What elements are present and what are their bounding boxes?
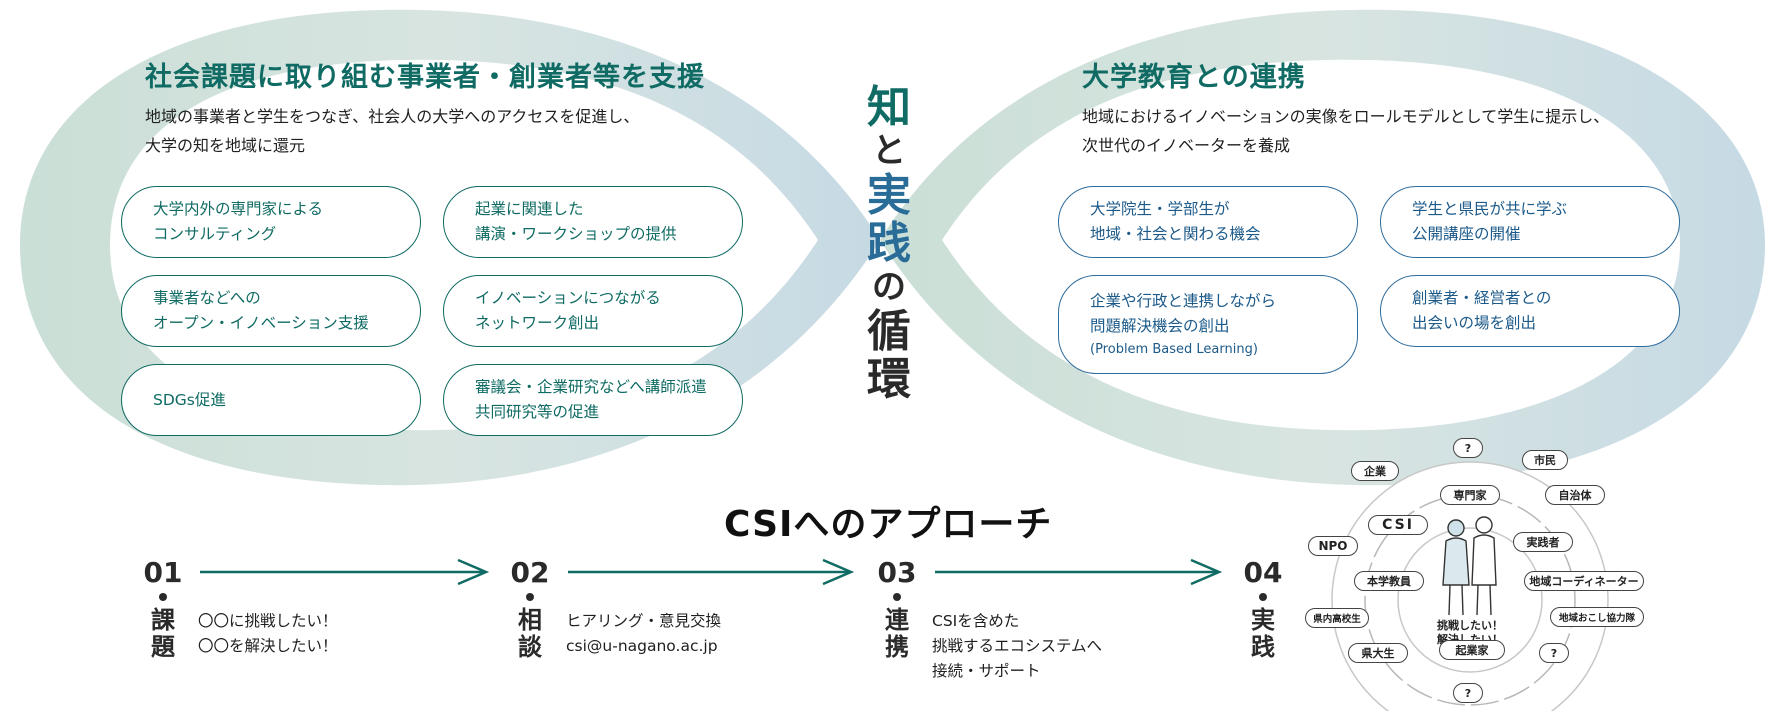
- right-pill-public-lecture: 学生と県民が共に学ぶ 公開講座の開催: [1380, 186, 1680, 258]
- step-02: 02 相 談: [510, 556, 550, 661]
- pill-line: 出会いの場を創出: [1412, 314, 1537, 332]
- title-char: 実: [867, 170, 911, 221]
- label-chiiki-coordinator: 地域コーディネーター: [1524, 571, 1644, 591]
- step-kanji: 実: [1251, 606, 1275, 634]
- step-dot: [159, 593, 167, 601]
- step-kanji: 相: [518, 606, 542, 634]
- title-char: 知: [867, 82, 911, 133]
- pill-line: 企業や行政と連携しながら: [1090, 292, 1277, 310]
- center-vertical-title: 知 と 実 践 の 循 環: [866, 86, 912, 406]
- step-kanji: 題: [151, 633, 175, 661]
- left-section-title: 社会課題に取り組む事業者・創業者等を支援: [145, 62, 705, 93]
- arrow-head: [822, 558, 855, 586]
- pill-line: コンサルティング: [153, 225, 277, 243]
- label-kigyo: 企業: [1351, 461, 1399, 481]
- step-number: 02: [510, 556, 550, 589]
- left-pill-workshop: 起業に関連した 講演・ワークショップの提供: [443, 186, 743, 258]
- label-npo: NPO: [1308, 536, 1358, 556]
- label-honkyoin: 本学教員: [1354, 571, 1424, 591]
- label-shimin: 市民: [1522, 450, 1568, 470]
- label-csi: CSI: [1368, 515, 1428, 535]
- pill-line: 公開講座の開催: [1412, 225, 1521, 243]
- step-dot: [893, 593, 901, 601]
- label-question: ?: [1453, 683, 1483, 703]
- step-dot: [1259, 593, 1267, 601]
- step-number: 01: [143, 556, 183, 589]
- title-char: 環: [867, 354, 911, 405]
- left-pill-open-innovation: 事業者などへの オープン・イノベーション支援: [121, 275, 421, 347]
- title-char: 循: [867, 306, 911, 357]
- pill-line: 問題解決機会の創出: [1090, 317, 1230, 335]
- right-section-description: 地域におけるイノベーションの実像をロールモデルとして学生に提示し、 次世代のイノ…: [1082, 102, 1609, 160]
- step-01-text: 〇〇に挑戦したい！ 〇〇を解決したい！: [198, 609, 338, 659]
- label-chiiki-okoshi: 地域おこし協力隊: [1550, 607, 1644, 627]
- left-pill-consulting: 大学内外の専門家による コンサルティング: [121, 186, 421, 258]
- pill-line: 審議会・企業研究などへ講師派遣: [475, 378, 707, 396]
- right-pill-students: 大学院生・学部生が 地域・社会と関わる機会: [1058, 186, 1358, 258]
- step-dot: [526, 593, 534, 601]
- step-text-line: 挑戦するエコシステムへ: [932, 637, 1103, 655]
- pill-line: 大学内外の専門家による: [153, 200, 324, 218]
- pill-line: 地域・社会と関わる機会: [1090, 225, 1261, 243]
- center-text-line: 挑戦したい！: [1437, 619, 1503, 632]
- pill-line: 起業に関連した: [475, 200, 584, 218]
- title-char: 践: [867, 218, 911, 269]
- left-desc-line: 地域の事業者と学生をつなぎ、社会人の大学へのアクセスを促進し、: [145, 107, 640, 126]
- right-section-title: 大学教育との連携: [1082, 62, 1306, 93]
- label-kennai-koukousei: 県内高校生: [1305, 608, 1369, 628]
- step-text-line: ヒアリング・意見交換: [566, 612, 722, 630]
- step-kanji: 携: [885, 633, 909, 661]
- step-text-line: 接続・サポート: [932, 662, 1041, 680]
- left-pill-sdgs: SDGs促進: [121, 364, 421, 436]
- step-number: 04: [1243, 556, 1283, 589]
- pill-line: 共同研究等の促進: [475, 403, 600, 421]
- arrow-head: [1190, 558, 1223, 586]
- label-question: ?: [1539, 643, 1569, 663]
- pill-line: (Problem Based Learning): [1090, 342, 1258, 357]
- step-kanji: 談: [518, 633, 542, 661]
- step-kanji: 課: [151, 606, 175, 634]
- left-section-description: 地域の事業者と学生をつなぎ、社会人の大学へのアクセスを促進し、 大学の知を地域に…: [145, 102, 639, 160]
- people-illustration-icon: [1442, 516, 1497, 616]
- title-char: と: [872, 131, 906, 171]
- pill-line: イノベーションにつながる: [475, 289, 661, 307]
- pill-line: ネットワーク創出: [475, 314, 600, 332]
- label-senmonka: 専門家: [1440, 485, 1500, 505]
- right-desc-line: 次世代のイノベーターを養成: [1082, 136, 1291, 155]
- right-desc-line: 地域におけるイノベーションの実像をロールモデルとして学生に提示し、: [1082, 107, 1610, 126]
- step-kanji: 践: [1251, 633, 1275, 661]
- left-pill-lecturer: 審議会・企業研究などへ講師派遣 共同研究等の促進: [443, 364, 743, 436]
- step-04: 04 実 践: [1243, 556, 1283, 661]
- label-question: ?: [1453, 438, 1483, 458]
- pill-line: 事業者などへの: [153, 289, 261, 307]
- step-text-line: CSIを含めた: [932, 612, 1020, 630]
- step-text-line: 〇〇に挑戦したい！: [198, 612, 338, 630]
- label-kendaisei: 県大生: [1348, 643, 1408, 663]
- step-03-text: CSIを含めた 挑戦するエコシステムへ 接続・サポート: [932, 609, 1102, 684]
- right-pill-founders: 創業者・経営者との 出会いの場を創出: [1380, 275, 1680, 347]
- step-02-text: ヒアリング・意見交換 csi@u-nagano.ac.jp: [566, 609, 721, 659]
- pill-line: 大学院生・学部生が: [1090, 200, 1230, 218]
- title-char: の: [872, 267, 906, 307]
- pill-line: オープン・イノベーション支援: [153, 314, 369, 332]
- step-text-line: 〇〇を解決したい！: [198, 637, 338, 655]
- pill-line: SDGs促進: [153, 390, 226, 409]
- step-kanji: 連: [885, 606, 909, 634]
- left-desc-line: 大学の知を地域に還元: [145, 136, 306, 155]
- right-pill-pbl: 企業や行政と連携しながら 問題解決機会の創出 (Problem Based Le…: [1058, 275, 1358, 374]
- left-pill-network: イノベーションにつながる ネットワーク創出: [443, 275, 743, 347]
- step-01: 01 課 題: [143, 556, 183, 661]
- pill-line: 講演・ワークショップの提供: [475, 225, 677, 243]
- step-03: 03 連 携: [877, 556, 917, 661]
- step-text-line[interactable]: csi@u-nagano.ac.jp: [566, 637, 718, 655]
- step-number: 03: [877, 556, 917, 589]
- arrow-head: [457, 558, 490, 586]
- label-jissensha: 実践者: [1513, 532, 1573, 552]
- label-kigyoka: 起業家: [1439, 640, 1505, 660]
- approach-title: CSIへのアプローチ: [724, 504, 1053, 545]
- pill-line: 学生と県民が共に学ぶ: [1412, 200, 1568, 218]
- label-jichitai: 自治体: [1545, 485, 1605, 505]
- pill-line: 創業者・経営者との: [1412, 289, 1552, 307]
